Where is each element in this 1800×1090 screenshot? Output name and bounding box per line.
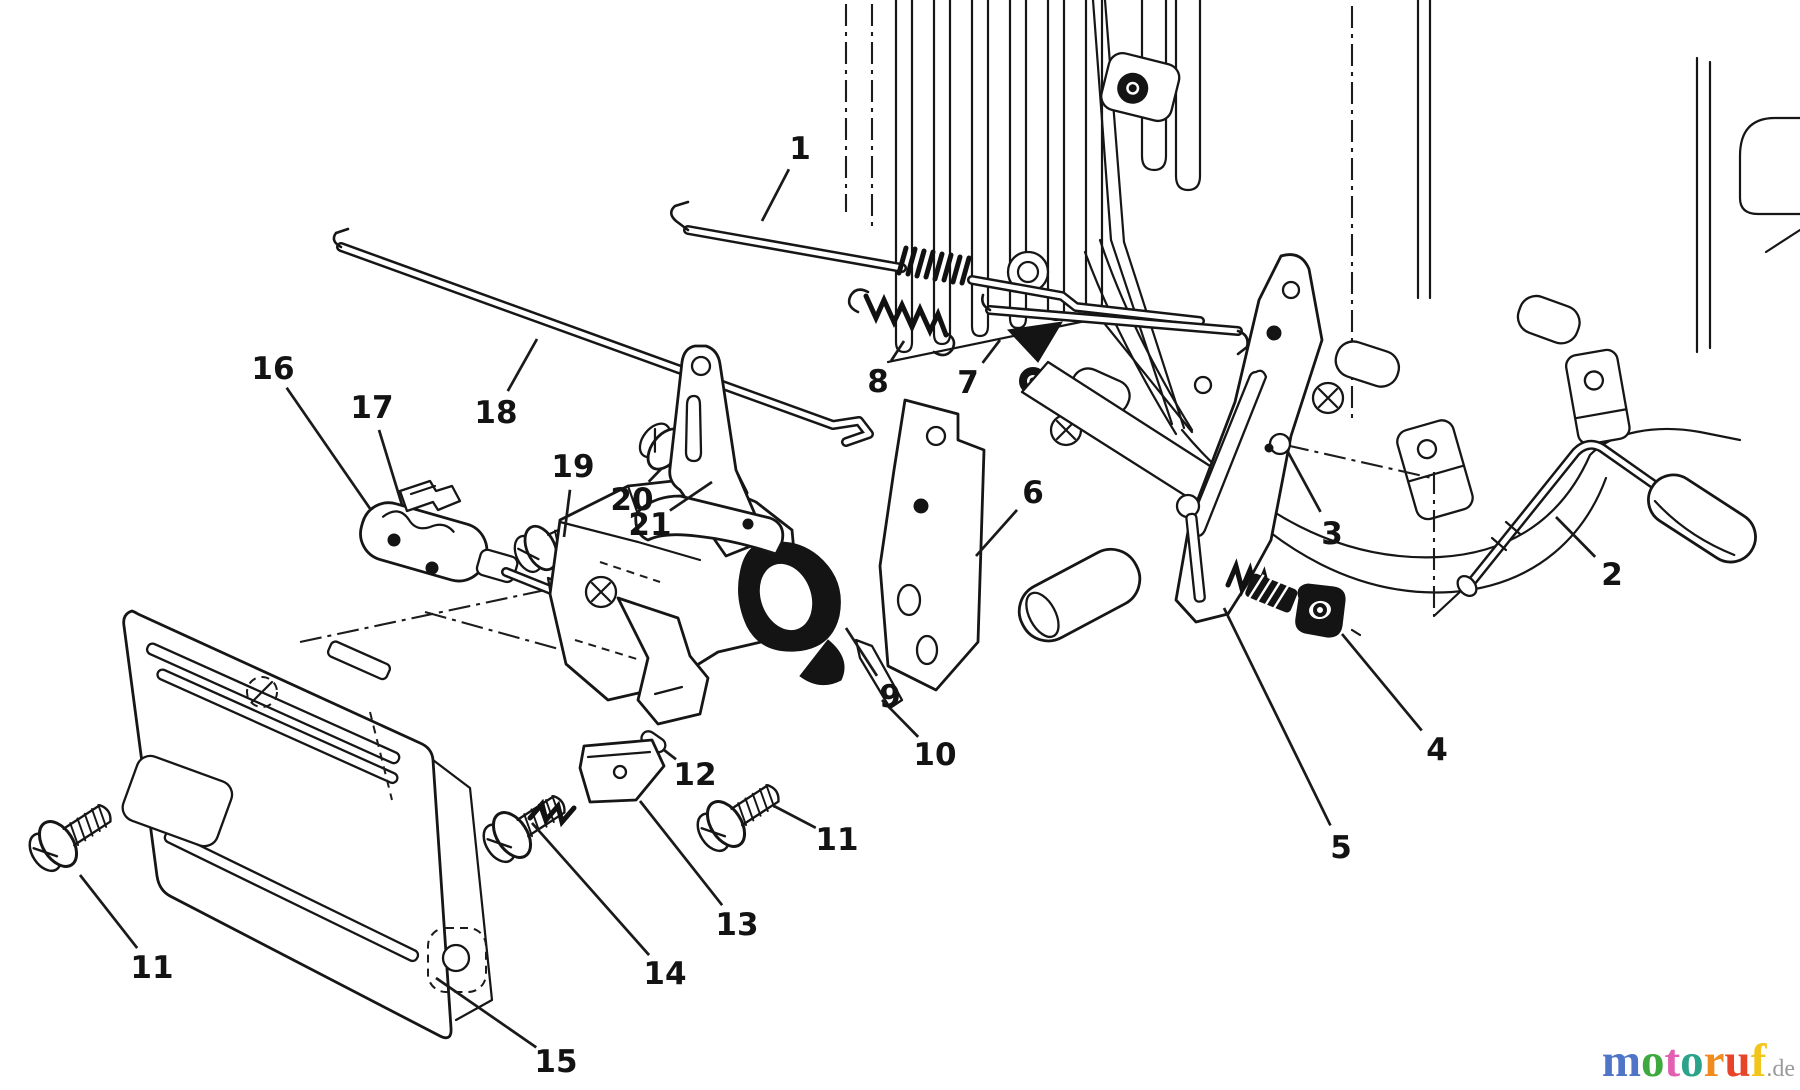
mounting-plate-6	[878, 398, 986, 692]
callout-13: 13	[715, 907, 758, 943]
callout-20: 20	[610, 482, 653, 518]
callout-10: 10	[913, 737, 956, 773]
leader-line-18	[506, 338, 539, 392]
callout-14: 14	[643, 956, 686, 992]
throttle-blade-10	[854, 638, 904, 710]
phillips-screw-icon	[1311, 381, 1345, 415]
callout-4: 4	[1426, 732, 1448, 768]
control-plate-assembly	[548, 344, 904, 804]
rod-coil	[896, 245, 972, 286]
callout-18: 18	[474, 395, 517, 431]
retainer-clip-3	[1268, 432, 1292, 456]
callout-21: 21	[628, 507, 671, 543]
leader-line-17	[377, 429, 404, 506]
leader-line-2	[1555, 516, 1597, 558]
callout-19: 19	[551, 449, 594, 485]
callout-9: 9	[879, 679, 901, 715]
callout-11: 11	[130, 950, 173, 986]
leader-line-11	[78, 874, 139, 949]
leader-line-3	[1286, 451, 1322, 513]
leader-lines	[78, 168, 1597, 1049]
leader-line-21	[669, 480, 713, 512]
engine-boss	[1396, 419, 1474, 521]
leader-line-10	[881, 699, 920, 738]
callout-11: 11	[815, 822, 858, 858]
callout-16: 16	[251, 351, 294, 387]
clip-17	[398, 479, 462, 513]
callout-12: 12	[673, 757, 716, 793]
leader-line-20	[647, 467, 663, 483]
callout-2: 2	[1601, 557, 1623, 593]
leader-line-19	[562, 489, 572, 538]
governor-bolt-5	[1245, 573, 1298, 613]
governor-spring-8	[847, 288, 956, 357]
leader-line-4	[1340, 633, 1423, 732]
leader-line-7	[981, 339, 1002, 364]
callout-8: 8	[867, 364, 889, 400]
cover-plate-15	[121, 609, 494, 1040]
callout-7: 7	[957, 365, 979, 401]
governor-lever-2	[1456, 439, 1757, 598]
bracket-13	[578, 738, 666, 804]
watermark-logo: motoruf.de	[1602, 1035, 1795, 1087]
callout-1: 1	[789, 131, 811, 167]
leader-line-1	[760, 168, 791, 222]
screw-14	[473, 780, 578, 873]
leader-line-9	[844, 627, 879, 677]
leader-line-8	[889, 340, 906, 362]
leader-line-14	[530, 822, 651, 956]
governor-arm-assembly	[1017, 253, 1362, 643]
engine-boss	[1565, 348, 1631, 446]
callout-3: 3	[1321, 516, 1343, 552]
leader-line-5	[1222, 607, 1332, 827]
nut-4	[1295, 583, 1346, 638]
choke-rod-18	[332, 227, 874, 447]
leader-line-16	[285, 386, 373, 511]
leader-line-15	[435, 976, 538, 1049]
throttle-rod-1	[669, 200, 1205, 326]
callout-6: 6	[1022, 475, 1044, 511]
callout-17: 17	[350, 390, 393, 426]
leader-line-13	[638, 800, 724, 906]
callout-15: 15	[534, 1044, 577, 1080]
callout-5: 5	[1330, 830, 1352, 866]
leader-line-11	[773, 804, 817, 830]
leader-line-12	[663, 748, 677, 761]
leader-line-6	[974, 509, 1019, 557]
